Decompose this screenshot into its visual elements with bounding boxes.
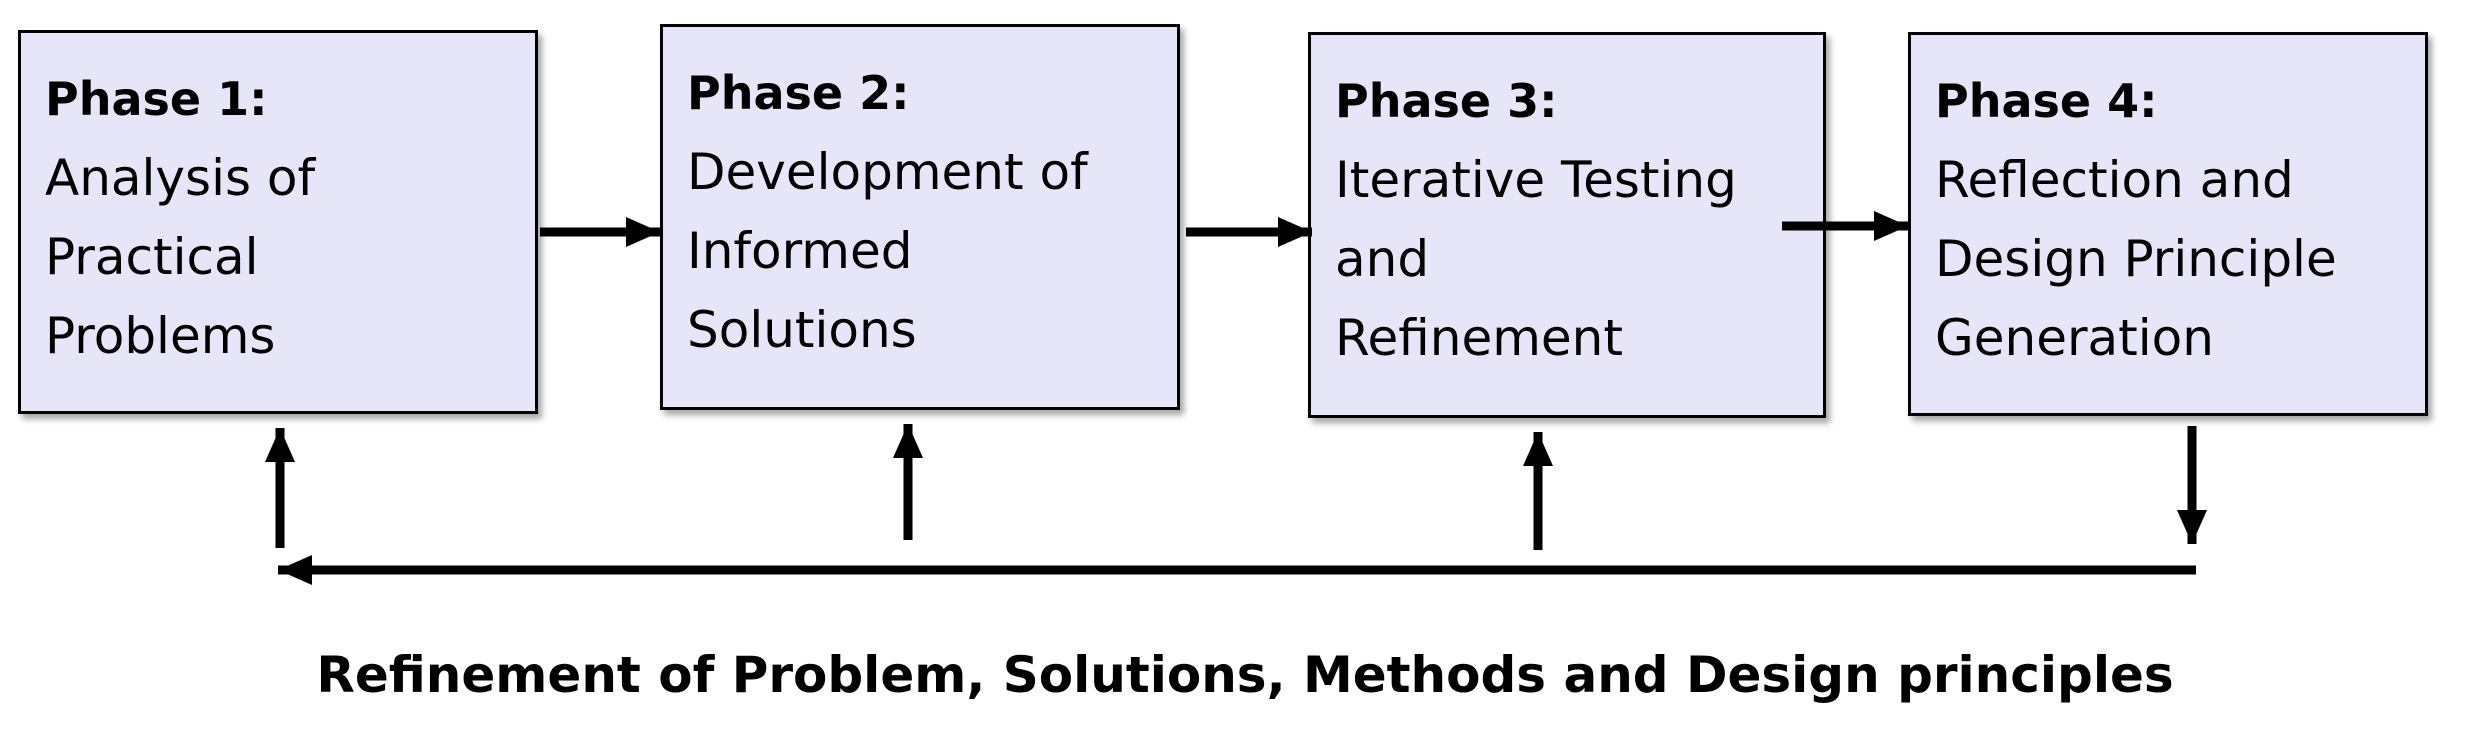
phase-2-title: Phase 2: (687, 66, 910, 120)
phase-1-title: Phase 1: (45, 72, 268, 126)
phase-3-title: Phase 3: (1335, 74, 1558, 128)
phase-2-box: Phase 2: Development of Informed Solutio… (660, 24, 1180, 410)
phase-1-description: Analysis of Practical Problems (45, 149, 316, 365)
phase-4-title: Phase 4: (1935, 74, 2158, 128)
phase-2-description: Development of Informed Solutions (687, 143, 1088, 359)
diagram-caption: Refinement of Problem, Solutions, Method… (316, 646, 2174, 704)
phase-1-box: Phase 1: Analysis of Practical Problems (18, 30, 538, 414)
phase-4-box: Phase 4: Reflection and Design Principle… (1908, 32, 2428, 416)
phase-4-description: Reflection and Design Principle Generati… (1935, 151, 2337, 367)
phase-3-description: Iterative Testing and Refinement (1335, 151, 1737, 367)
phase-3-box: Phase 3: Iterative Testing and Refinemen… (1308, 32, 1826, 418)
